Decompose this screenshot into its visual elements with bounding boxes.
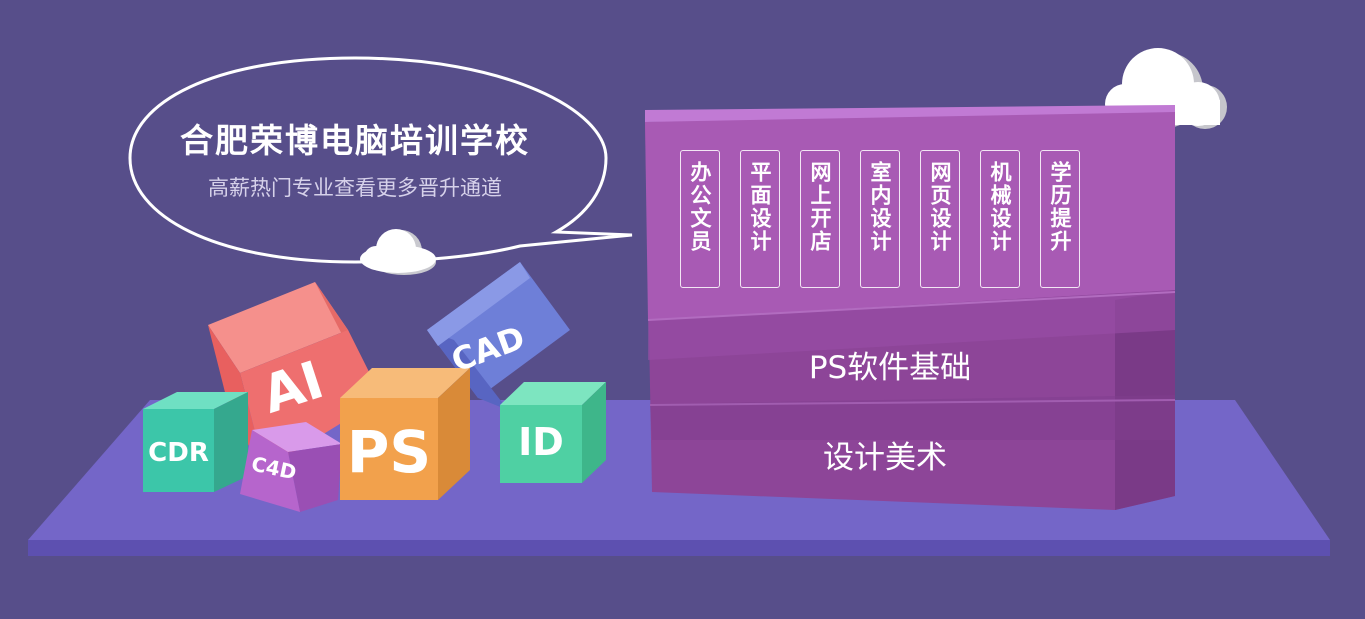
course-card-mechanical-design[interactable]: 机械设计 [980,150,1020,288]
course-label: 网页设计 [928,161,952,253]
course-label: 机械设计 [988,161,1012,253]
bubble-subtitle-link[interactable]: 高薪热门专业查看更多晋升通道 [208,176,502,200]
cube-ps-label: PS [346,418,432,486]
course-label: 学历提升 [1048,161,1072,253]
course-card-degree-upgrade[interactable]: 学历提升 [1040,150,1080,288]
tier-design-art: 设计美术 [823,440,947,476]
cube-ps [340,368,470,500]
cube-c4d [240,422,342,512]
cube-cdr [143,392,248,492]
cube-id [500,382,606,483]
tier-ps-basics: PS软件基础 [808,350,972,386]
course-card-interior-design[interactable]: 室内设计 [860,150,900,288]
course-label: 平面设计 [748,161,772,253]
course-box [645,105,1176,510]
cloud-large [1105,48,1227,129]
course-card-graphic-design[interactable]: 平面设计 [740,150,780,288]
school-title: 合肥荣博电脑培训学校 [180,121,530,160]
course-label: 室内设计 [868,161,892,253]
course-card-office-clerk[interactable]: 办公文员 [680,150,720,288]
cube-id-label: ID [518,420,564,464]
course-card-web-design[interactable]: 网页设计 [920,150,960,288]
course-label: 网上开店 [808,161,832,253]
course-label: 办公文员 [688,161,712,253]
cube-cdr-label: CDR [148,438,209,468]
course-card-online-store[interactable]: 网上开店 [800,150,840,288]
cloud-small [360,229,436,275]
